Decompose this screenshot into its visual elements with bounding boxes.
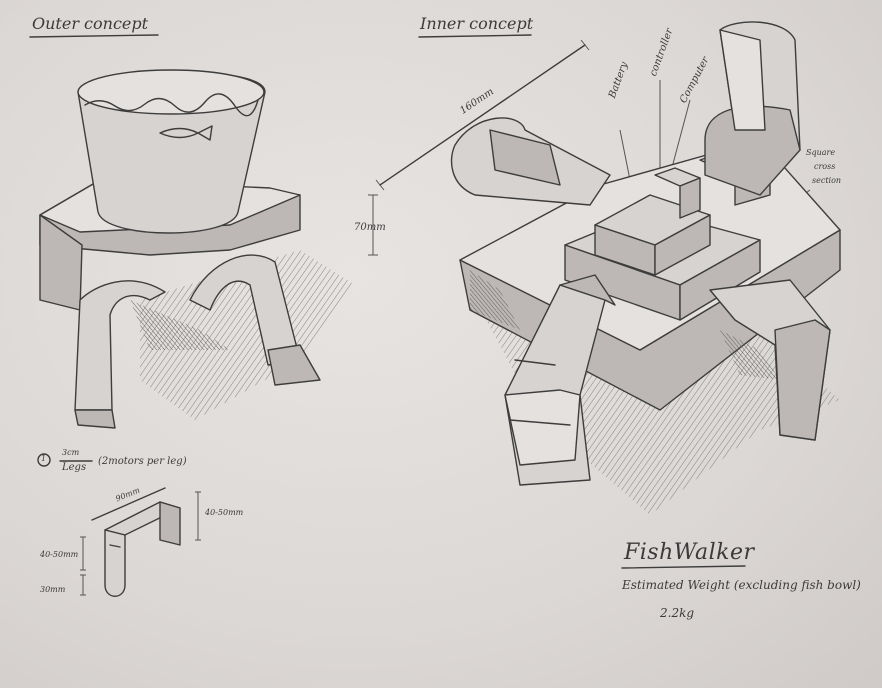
dim-line-right [195, 492, 201, 540]
title-name: FishWalker [624, 540, 754, 565]
title-weight-label: Estimated Weight (excluding fish bowl) [622, 578, 861, 592]
label-square-1: Square [806, 148, 835, 157]
title-weight-value: 2.2kg [660, 606, 694, 620]
note-dim-bottom: 30mm [40, 585, 65, 594]
note-dim-right: 40-50mm [205, 508, 243, 517]
title-underline [622, 566, 745, 568]
inner-concept-sketch [368, 22, 840, 515]
note-number: 1 [41, 454, 46, 463]
label-square-2: cross [814, 162, 835, 171]
outer-heading: Outer concept [32, 14, 148, 33]
leg-detail-sketch [38, 454, 201, 596]
note-detail: (2motors per leg) [98, 456, 187, 467]
dim-line-bottom [80, 575, 86, 595]
inner-heading: Inner concept [420, 14, 533, 33]
dim-line-left [80, 537, 86, 570]
leg-part-upright [105, 530, 125, 596]
note-fraction-top: 3cm [62, 448, 79, 457]
note-fraction-bottom: Legs [62, 462, 86, 473]
outer-concept-sketch [40, 70, 355, 428]
outer-heading-underline [30, 35, 158, 37]
note-dim-left: 40-50mm [40, 550, 78, 559]
label-square-3: section [812, 176, 841, 185]
inner-heading-underline [419, 35, 531, 37]
dim-height-label: 70mm [354, 222, 386, 233]
